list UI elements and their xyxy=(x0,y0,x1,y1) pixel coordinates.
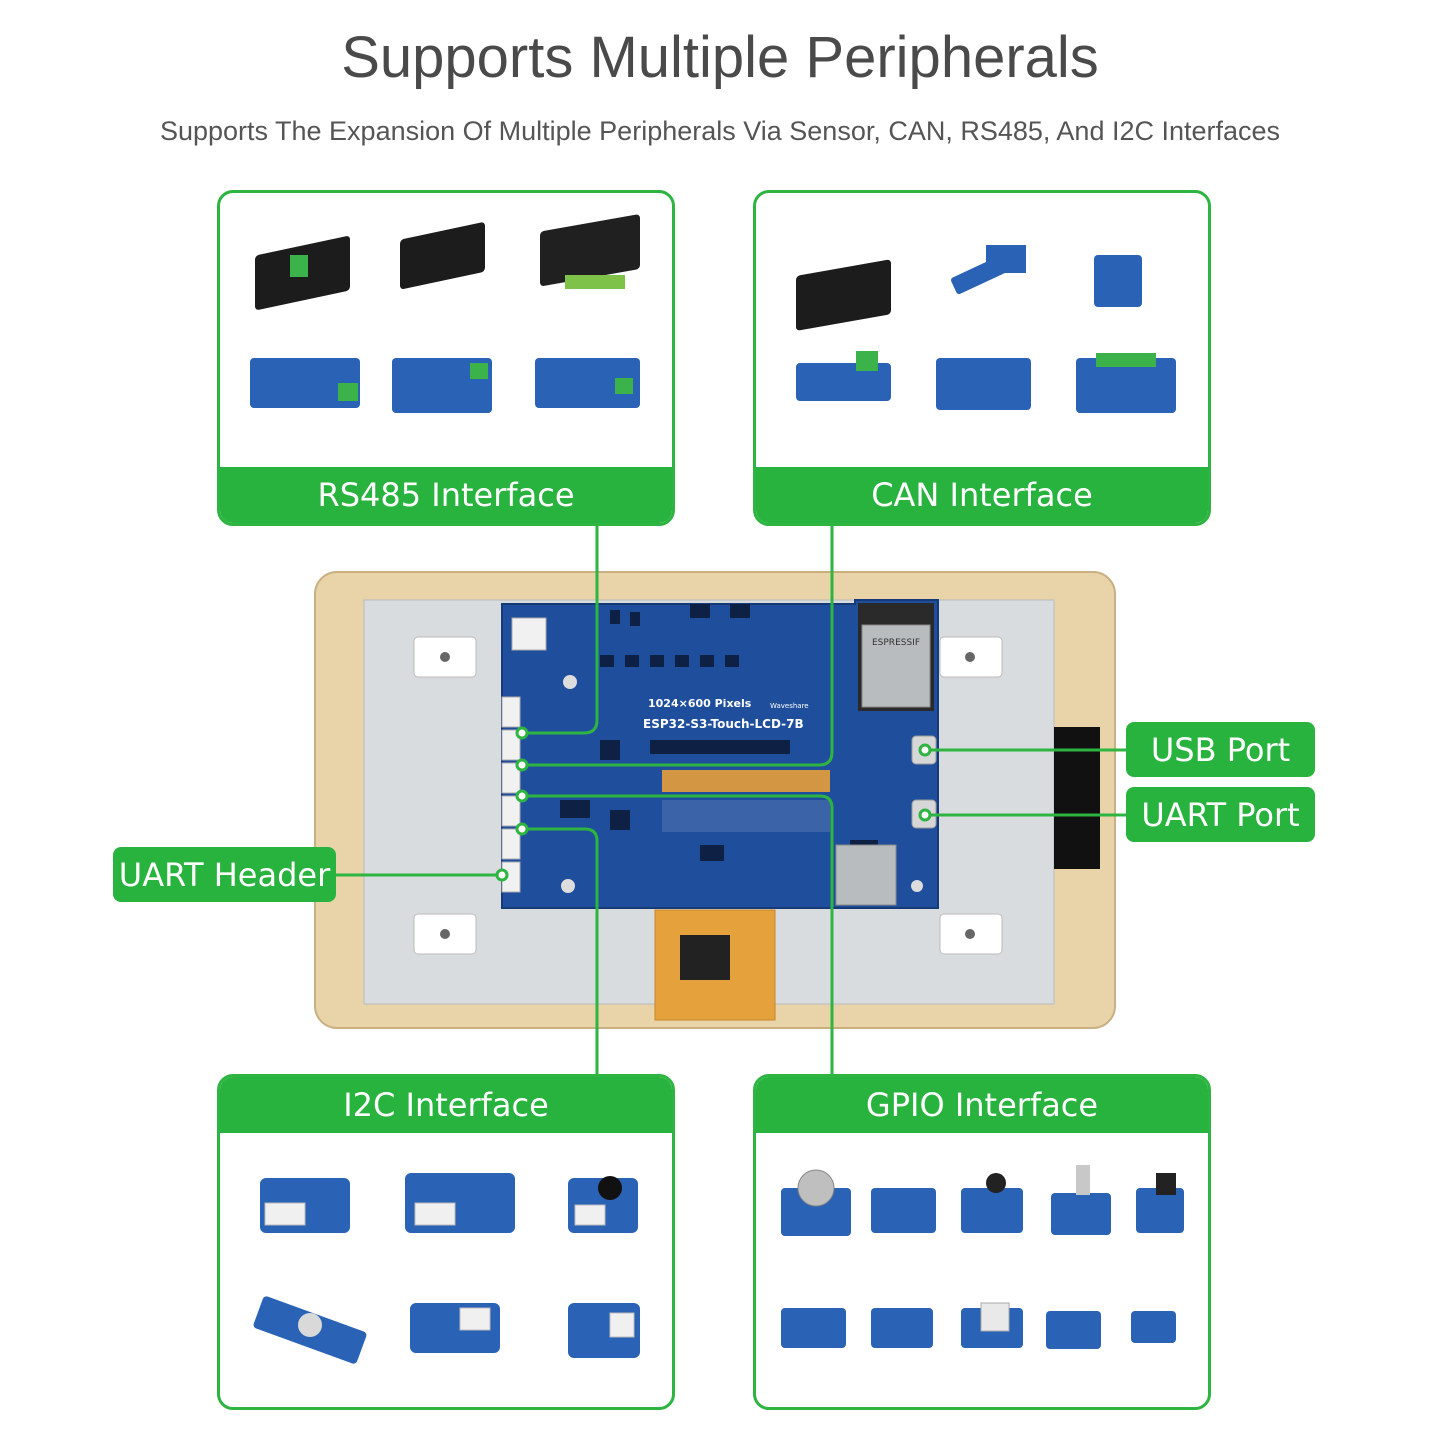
pcb-connector xyxy=(501,696,521,893)
esp-chip-label: ESPRESSIF xyxy=(872,638,920,648)
can-module-thumbnails xyxy=(796,245,1176,413)
uart-port-tag: UART Port xyxy=(1126,787,1315,842)
battery-connector xyxy=(511,617,547,651)
can-panel: CAN Interface xyxy=(753,190,1211,526)
sd-card-slot xyxy=(835,844,897,906)
module-thumbnail xyxy=(796,358,1176,413)
gpio-label: GPIO Interface xyxy=(756,1077,1208,1133)
uart-header-tag: UART Header xyxy=(113,847,336,902)
board-model-label: ESP32-S3-Touch-LCD-7B xyxy=(643,717,804,731)
rs485-panel: RS485 Interface xyxy=(217,190,675,526)
module-thumbnail xyxy=(781,1188,1184,1349)
gpio-module-thumbnails xyxy=(781,1165,1184,1349)
module-thumbnail xyxy=(250,358,640,413)
board-resolution-label: 1024×600 Pixels xyxy=(648,697,752,710)
i2c-panel: I2C Interface xyxy=(217,1074,675,1410)
gpio-panel: GPIO Interface xyxy=(753,1074,1211,1410)
can-label: CAN Interface xyxy=(756,467,1208,523)
page-title: Supports Multiple Peripherals xyxy=(341,25,1099,90)
board-brand-label: Waveshare xyxy=(770,702,809,710)
page-subtitle: Supports The Expansion Of Multiple Perip… xyxy=(159,116,1281,146)
module-thumbnail xyxy=(796,245,1142,331)
module-thumbnail xyxy=(255,214,640,310)
rs485-module-thumbnails xyxy=(250,214,640,413)
rs485-label: RS485 Interface xyxy=(220,467,672,523)
i2c-label: I2C Interface xyxy=(220,1077,672,1133)
i2c-module-thumbnails xyxy=(253,1173,640,1364)
usb-port-tag: USB Port xyxy=(1126,722,1315,777)
